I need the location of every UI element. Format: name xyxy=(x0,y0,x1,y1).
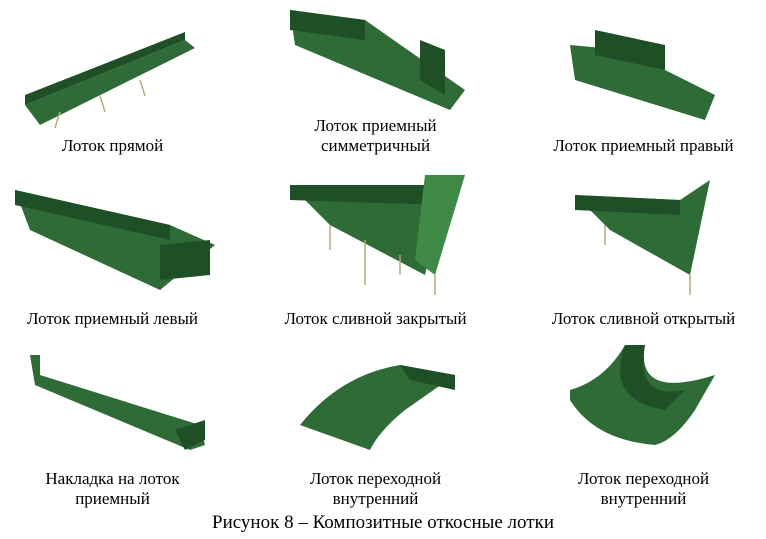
caption-line: Лоток сливной открытый xyxy=(551,309,736,328)
tray-receiving-symmetric-image xyxy=(290,10,465,110)
caption-line: приемный xyxy=(75,489,150,508)
tray-receiving-right-image xyxy=(570,30,715,120)
caption-line: Лоток переходной xyxy=(577,469,710,488)
caption-line: внутренний xyxy=(332,489,419,508)
caption-line: симметричный xyxy=(320,136,431,155)
caption-tray-receiving-left: Лоток приемный левый xyxy=(0,309,240,329)
caption-tray-drain-open: Лоток сливной открытый xyxy=(516,309,766,329)
caption-line: внутренний xyxy=(600,489,687,508)
caption-line: Лоток переходной xyxy=(309,469,442,488)
caption-line: Накладка на лоток xyxy=(45,469,180,488)
caption-line: Лоток приемный левый xyxy=(26,309,199,328)
tray-transition-inner-2-image xyxy=(570,345,715,445)
tray-drain-open-image xyxy=(575,180,710,295)
tray-receiving-left-image xyxy=(15,190,215,290)
tray-overlay-image xyxy=(30,355,205,450)
caption-line: Лоток прямой xyxy=(61,136,164,155)
caption-line: Лоток приемный xyxy=(314,116,437,135)
caption-tray-straight: Лоток прямой xyxy=(0,136,240,156)
figure-caption: Рисунок 8 – Композитные откосные лотки xyxy=(212,512,554,533)
tray-straight-image xyxy=(25,32,195,129)
caption-line: Лоток сливной закрытый xyxy=(284,309,467,328)
caption-tray-drain-closed: Лоток сливной закрытый xyxy=(248,309,503,329)
caption-tray-receiving-right: Лоток приемный правый xyxy=(516,136,766,156)
tray-transition-inner-1-image xyxy=(300,365,455,450)
tray-drain-closed-image xyxy=(290,175,465,295)
caption-line: Лоток приемный правый xyxy=(553,136,734,155)
